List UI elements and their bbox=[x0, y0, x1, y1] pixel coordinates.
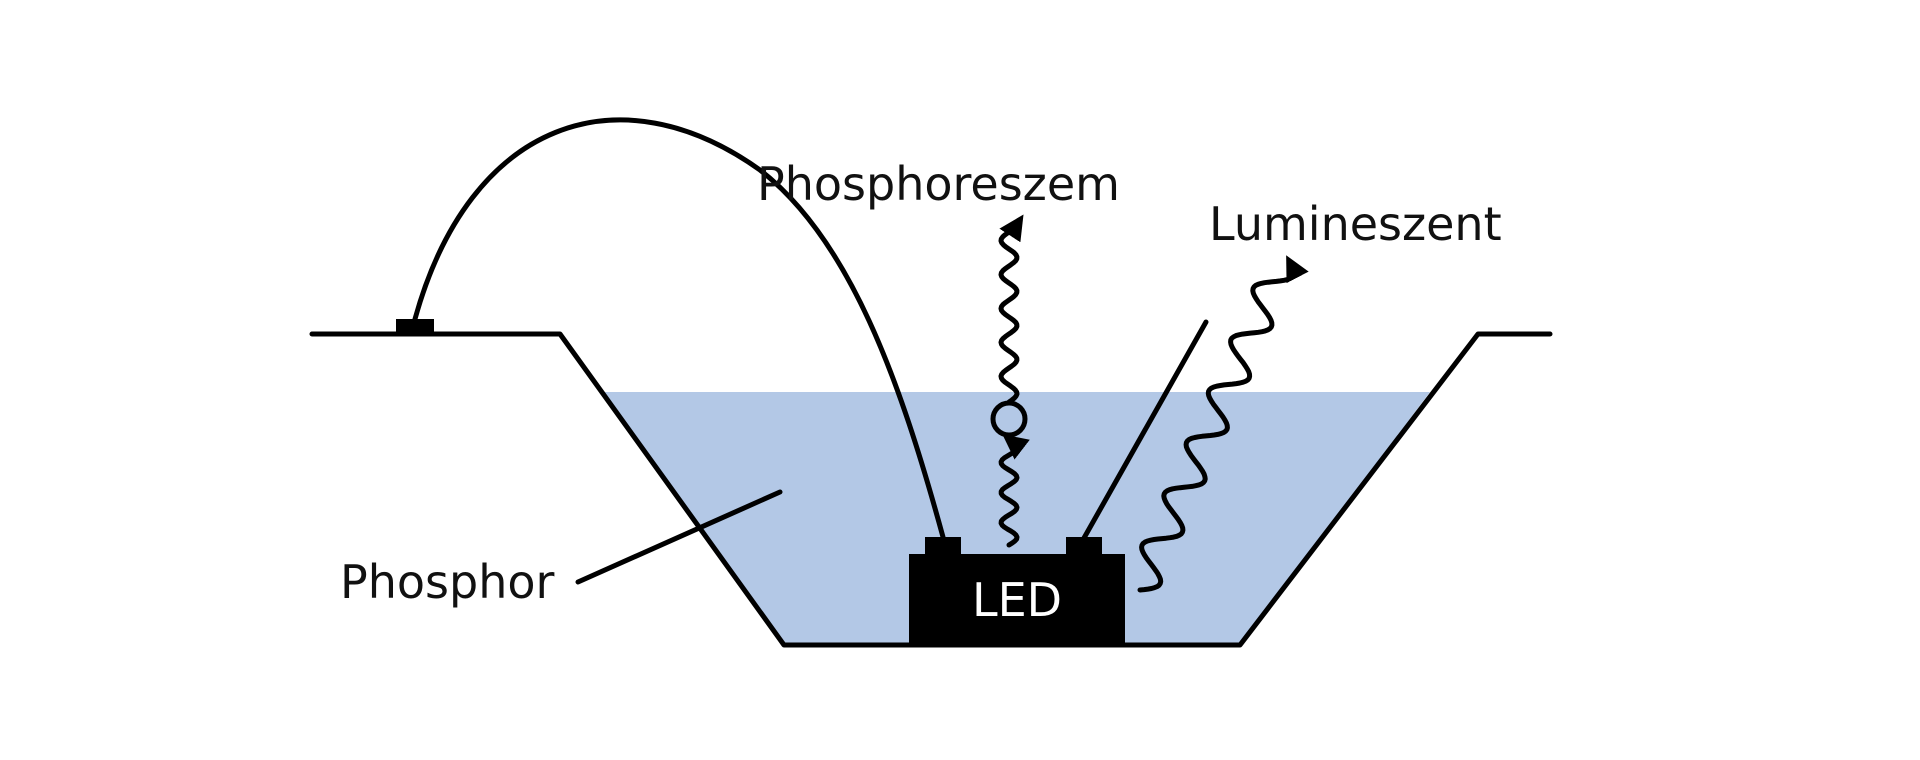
wavy-photon-icon bbox=[998, 434, 1030, 548]
bond-wire bbox=[412, 117, 946, 540]
phosphor-label: Phosphor bbox=[340, 555, 555, 609]
phosphorescent-label: Phosphoreszem bbox=[757, 157, 1120, 211]
phosphor-fill bbox=[604, 392, 1430, 645]
luminescent-label: Lumineszent bbox=[1209, 197, 1502, 251]
phosphor-leader-line bbox=[575, 489, 783, 585]
led-right-contact bbox=[1066, 537, 1102, 557]
led-chip bbox=[909, 554, 1125, 646]
right-wire bbox=[1081, 319, 1209, 541]
wavy-photon-icon bbox=[998, 214, 1024, 405]
led-label: LED bbox=[972, 573, 1062, 627]
left-bond-pad bbox=[396, 319, 434, 335]
led-left-contact bbox=[925, 537, 961, 557]
wavy-photon-icon bbox=[1137, 255, 1309, 593]
